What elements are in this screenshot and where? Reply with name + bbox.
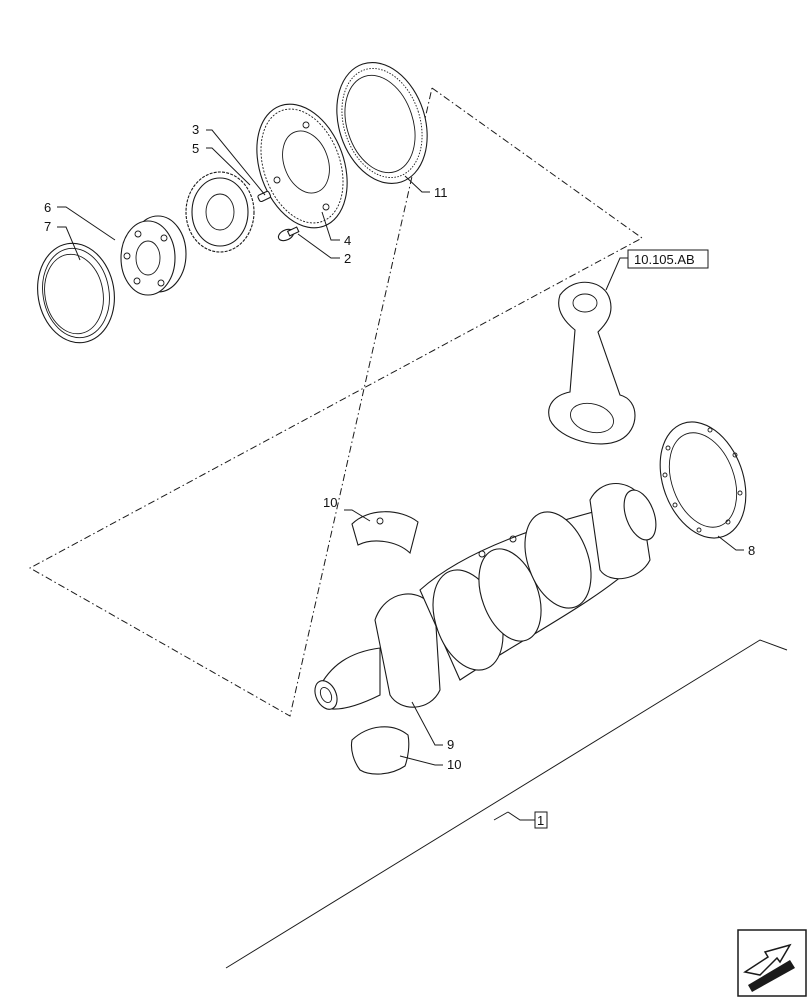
front-oil-seal	[37, 242, 115, 344]
reference-label: 10.105.AB	[634, 252, 695, 267]
callout-4: 4	[344, 233, 351, 248]
leader-lines	[57, 129, 788, 969]
crankshaft-gear	[185, 171, 255, 253]
upper-bearing-shell	[351, 511, 419, 555]
callout-9: 9	[447, 737, 454, 752]
connecting-rod	[548, 281, 636, 445]
screw	[277, 226, 300, 242]
callout-7: 7	[44, 219, 51, 234]
crankshaft	[314, 482, 657, 710]
callout-3: 3	[192, 122, 199, 137]
callout-5: 5	[192, 141, 199, 156]
lower-bearing-shell	[350, 726, 410, 775]
assembly-boundary	[28, 87, 643, 717]
dowel-pin	[257, 190, 272, 203]
rear-oil-seal	[659, 421, 747, 539]
callout-1-box	[534, 811, 548, 829]
callout-10-lower: 10	[447, 757, 461, 772]
callout-6: 6	[44, 200, 51, 215]
arrow-icon[interactable]	[737, 929, 807, 997]
callout-2: 2	[344, 251, 351, 266]
callout-11: 11	[434, 185, 448, 200]
reference-box	[627, 249, 709, 269]
callout-10-upper: 10	[323, 495, 337, 510]
callout-8: 8	[748, 543, 755, 558]
ring-gear	[336, 62, 428, 184]
tone-wheel	[256, 103, 348, 229]
spacer-ring	[120, 215, 187, 296]
callout-1: 1	[537, 813, 544, 828]
